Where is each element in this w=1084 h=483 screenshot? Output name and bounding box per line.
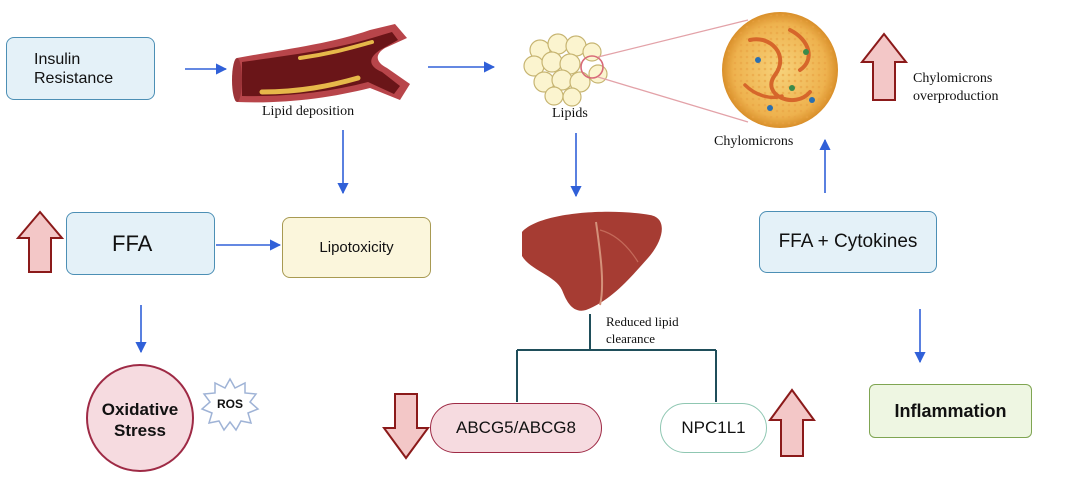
liver-icon [522, 211, 662, 311]
reduced-lipid-clearance-label: Reduced lipid clearance [606, 314, 679, 346]
lipotoxicity-label: Lipotoxicity [319, 239, 394, 256]
insulin-resistance-label: Insulin Resistance [34, 50, 114, 87]
lipids-label: Lipids [552, 106, 588, 121]
npc1l1-box: NPC1L1 [660, 403, 767, 453]
zoom-lines [597, 19, 749, 123]
lipid-deposition-label: Lipid deposition [262, 104, 355, 119]
oxidative-stress-label: Oxidative Stress [101, 400, 179, 440]
up-arrow-icon [859, 32, 909, 101]
oxidative-stress-circle [86, 364, 194, 472]
abcg-label: ABCG5/ABCG8 [456, 418, 576, 437]
insulin-resistance-box: Insulin Resistance [6, 37, 155, 100]
chylomicron-icon [722, 12, 838, 128]
abcg-box: ABCG5/ABCG8 [430, 403, 602, 453]
lipid-highlight-ring [580, 55, 604, 79]
up-arrow-icon [768, 388, 816, 457]
up-arrow-icon [15, 210, 65, 273]
chylomicrons-label: Chylomicrons [714, 134, 794, 149]
clearance-tree [516, 314, 717, 402]
down-arrow-icon [382, 393, 430, 460]
inflammation-box: Inflammation [869, 384, 1032, 438]
inflammation-label: Inflammation [894, 400, 1007, 421]
ffa-box: FFA [66, 212, 215, 275]
lipotoxicity-box: Lipotoxicity [282, 217, 431, 278]
ros-burst-icon [200, 377, 260, 432]
ffa-cytokines-label: FFA + Cytokines [778, 231, 918, 252]
ros-label: ROS [216, 397, 243, 411]
ffa-label: FFA [112, 230, 153, 256]
npc1l1-label: NPC1L1 [681, 418, 746, 437]
blood-vessel-icon [232, 24, 410, 103]
ffa-cytokines-box: FFA + Cytokines [759, 211, 937, 273]
chylomicrons-overproduction-label: Chylomicrons overproduction [913, 71, 999, 104]
lipid-droplets-icon [523, 33, 608, 107]
